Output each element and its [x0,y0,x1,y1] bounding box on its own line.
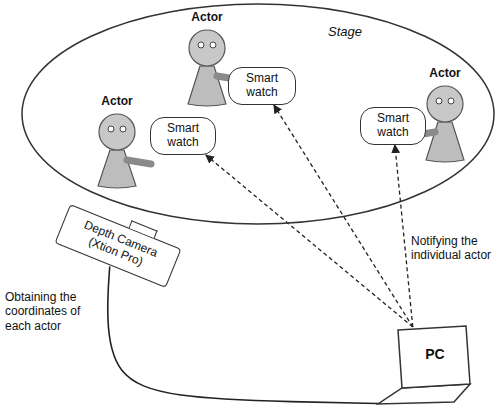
camera-mount [129,220,158,238]
actor-body [188,66,226,106]
laptop-pc: PC [372,322,474,406]
actor-figure: Actor [90,94,144,190]
actor-drawing [180,10,234,108]
actor-drawing [90,94,144,190]
camera-label: Depth Camera (Xtion Pro) [67,215,168,277]
actor-eye [198,42,204,48]
smartwatch-bubble: Smart watch [360,107,426,145]
actor-figure: Actor [418,66,472,164]
actor-eye [108,126,114,132]
actor-eye [210,42,216,48]
laptop-drawing [372,322,474,406]
camera-cable [108,266,378,403]
stage-outline [22,4,494,224]
notify-arrow [206,155,413,327]
actor-label: Actor [180,10,234,24]
annotation-label: Obtaining the coordinates of each actor [4,290,102,333]
actor-arm [127,160,151,164]
actor-body [98,150,136,188]
laptop-screen [398,326,470,388]
stage-area: StageActorSmart watchActorSmart watchAct… [20,2,496,226]
actor-body [426,122,464,162]
pc-label: PC [402,346,468,362]
actor-label: Actor [418,66,472,80]
actor-figure: Actor [180,10,234,108]
stage-label: Stage [328,24,362,39]
actor-eye [120,126,126,132]
smartwatch-bubble: Smart watch [228,67,296,105]
actor-eye [436,98,442,104]
smartwatch-bubble: Smart watch [150,117,216,155]
actor-drawing [418,66,472,164]
annotation-label: Notifying the individual actor [410,234,498,263]
actor-head [189,30,225,66]
actor-eye [448,98,454,104]
actor-head [427,86,463,122]
depth-camera: Depth Camera (Xtion Pro) [55,204,182,288]
actor-head [99,114,135,150]
smartwatch-label: Smart watch [233,72,291,100]
smartwatch-label: Smart watch [365,112,421,140]
smartwatch-label: Smart watch [155,122,211,150]
actor-label: Actor [90,94,144,108]
